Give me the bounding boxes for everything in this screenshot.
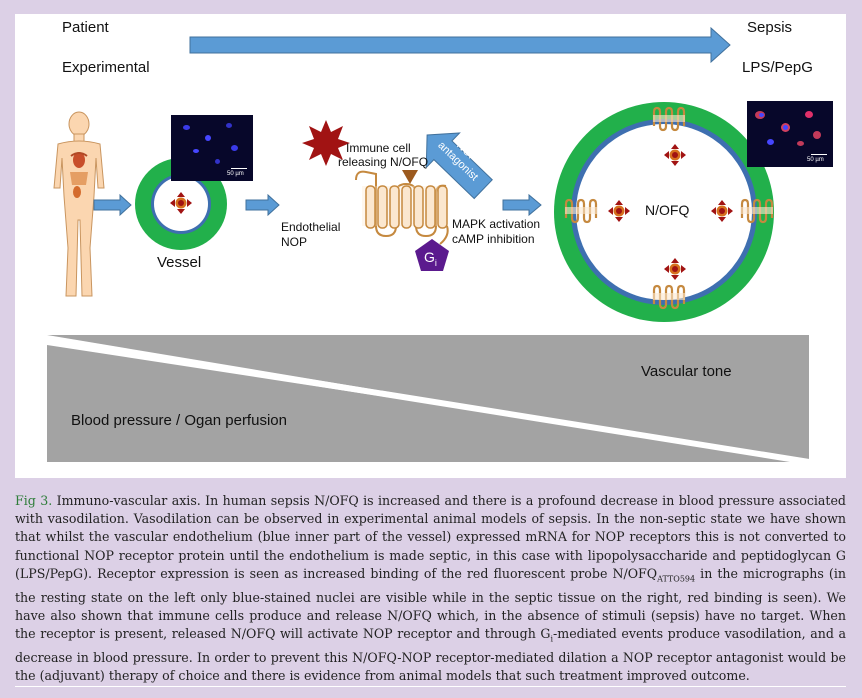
immune-cell-label-1: Immune cell <box>346 141 411 155</box>
vascular-tone-label: Vascular tone <box>641 363 732 380</box>
caption-part-1: Immuno-vascular axis. In human sepsis N/… <box>15 493 846 581</box>
caption-subscript-1: ATTO594 <box>657 574 696 584</box>
nop-receptor-icon <box>355 170 449 245</box>
human-body-icon <box>53 111 105 297</box>
wedge-divider <box>46 337 810 465</box>
caption-subscript-2: i <box>550 634 554 644</box>
arrow-vessel-to-receptor <box>245 193 280 217</box>
scale-bar-right: 50 µm <box>807 154 827 163</box>
caption-part-3: -mediated events produce vasodilation, a… <box>15 625 846 683</box>
camp-label: cAMP inhibition <box>452 232 535 246</box>
mapk-label: MAPK activation <box>452 217 541 231</box>
sepsis-label: Sepsis <box>747 19 793 36</box>
blood-pressure-label: Blood pressure / Ogan perfusion <box>71 412 287 429</box>
resting-micrograph: 50 µm <box>171 115 253 181</box>
gi-main: G <box>424 249 435 265</box>
bottom-rule <box>15 686 846 687</box>
timeline-arrow <box>189 26 731 64</box>
nofq-ligand-triangle-icon <box>402 170 418 184</box>
endothelial-label: Endothelial <box>281 220 341 234</box>
figure-caption: Fig 3. Immuno-vascular axis. In human se… <box>15 492 846 685</box>
human-organs-icon <box>70 152 88 198</box>
immune-cell-label-2: releasing N/OFQ <box>338 155 429 169</box>
resting-vessel <box>135 158 227 250</box>
gi-protein-pentagon-icon <box>415 239 449 271</box>
arrow-body-to-vessel <box>93 193 132 217</box>
caption-part-2: in the micrographs (in the resting state… <box>15 565 846 641</box>
patient-label: Patient <box>62 19 109 36</box>
figure-label: Fig 3. <box>15 493 53 508</box>
scale-bar-left: 50 µm <box>227 168 247 177</box>
immune-cell-starburst-icon <box>302 120 350 166</box>
arrow-receptor-to-septic-vessel <box>502 193 542 217</box>
experimental-label: Experimental <box>62 59 150 76</box>
septic-vessel <box>554 102 775 322</box>
gi-label: Gi <box>424 249 437 268</box>
septic-micrograph: 50 µm <box>747 101 833 167</box>
nop-antagonist-arrow <box>425 132 493 200</box>
nofq-center-label: N/OFQ <box>645 202 690 218</box>
gi-subscript: i <box>434 257 437 268</box>
vessel-label: Vessel <box>157 254 202 271</box>
nop-label: NOP <box>281 235 308 249</box>
lps-label: LPS/PepG <box>742 59 813 76</box>
